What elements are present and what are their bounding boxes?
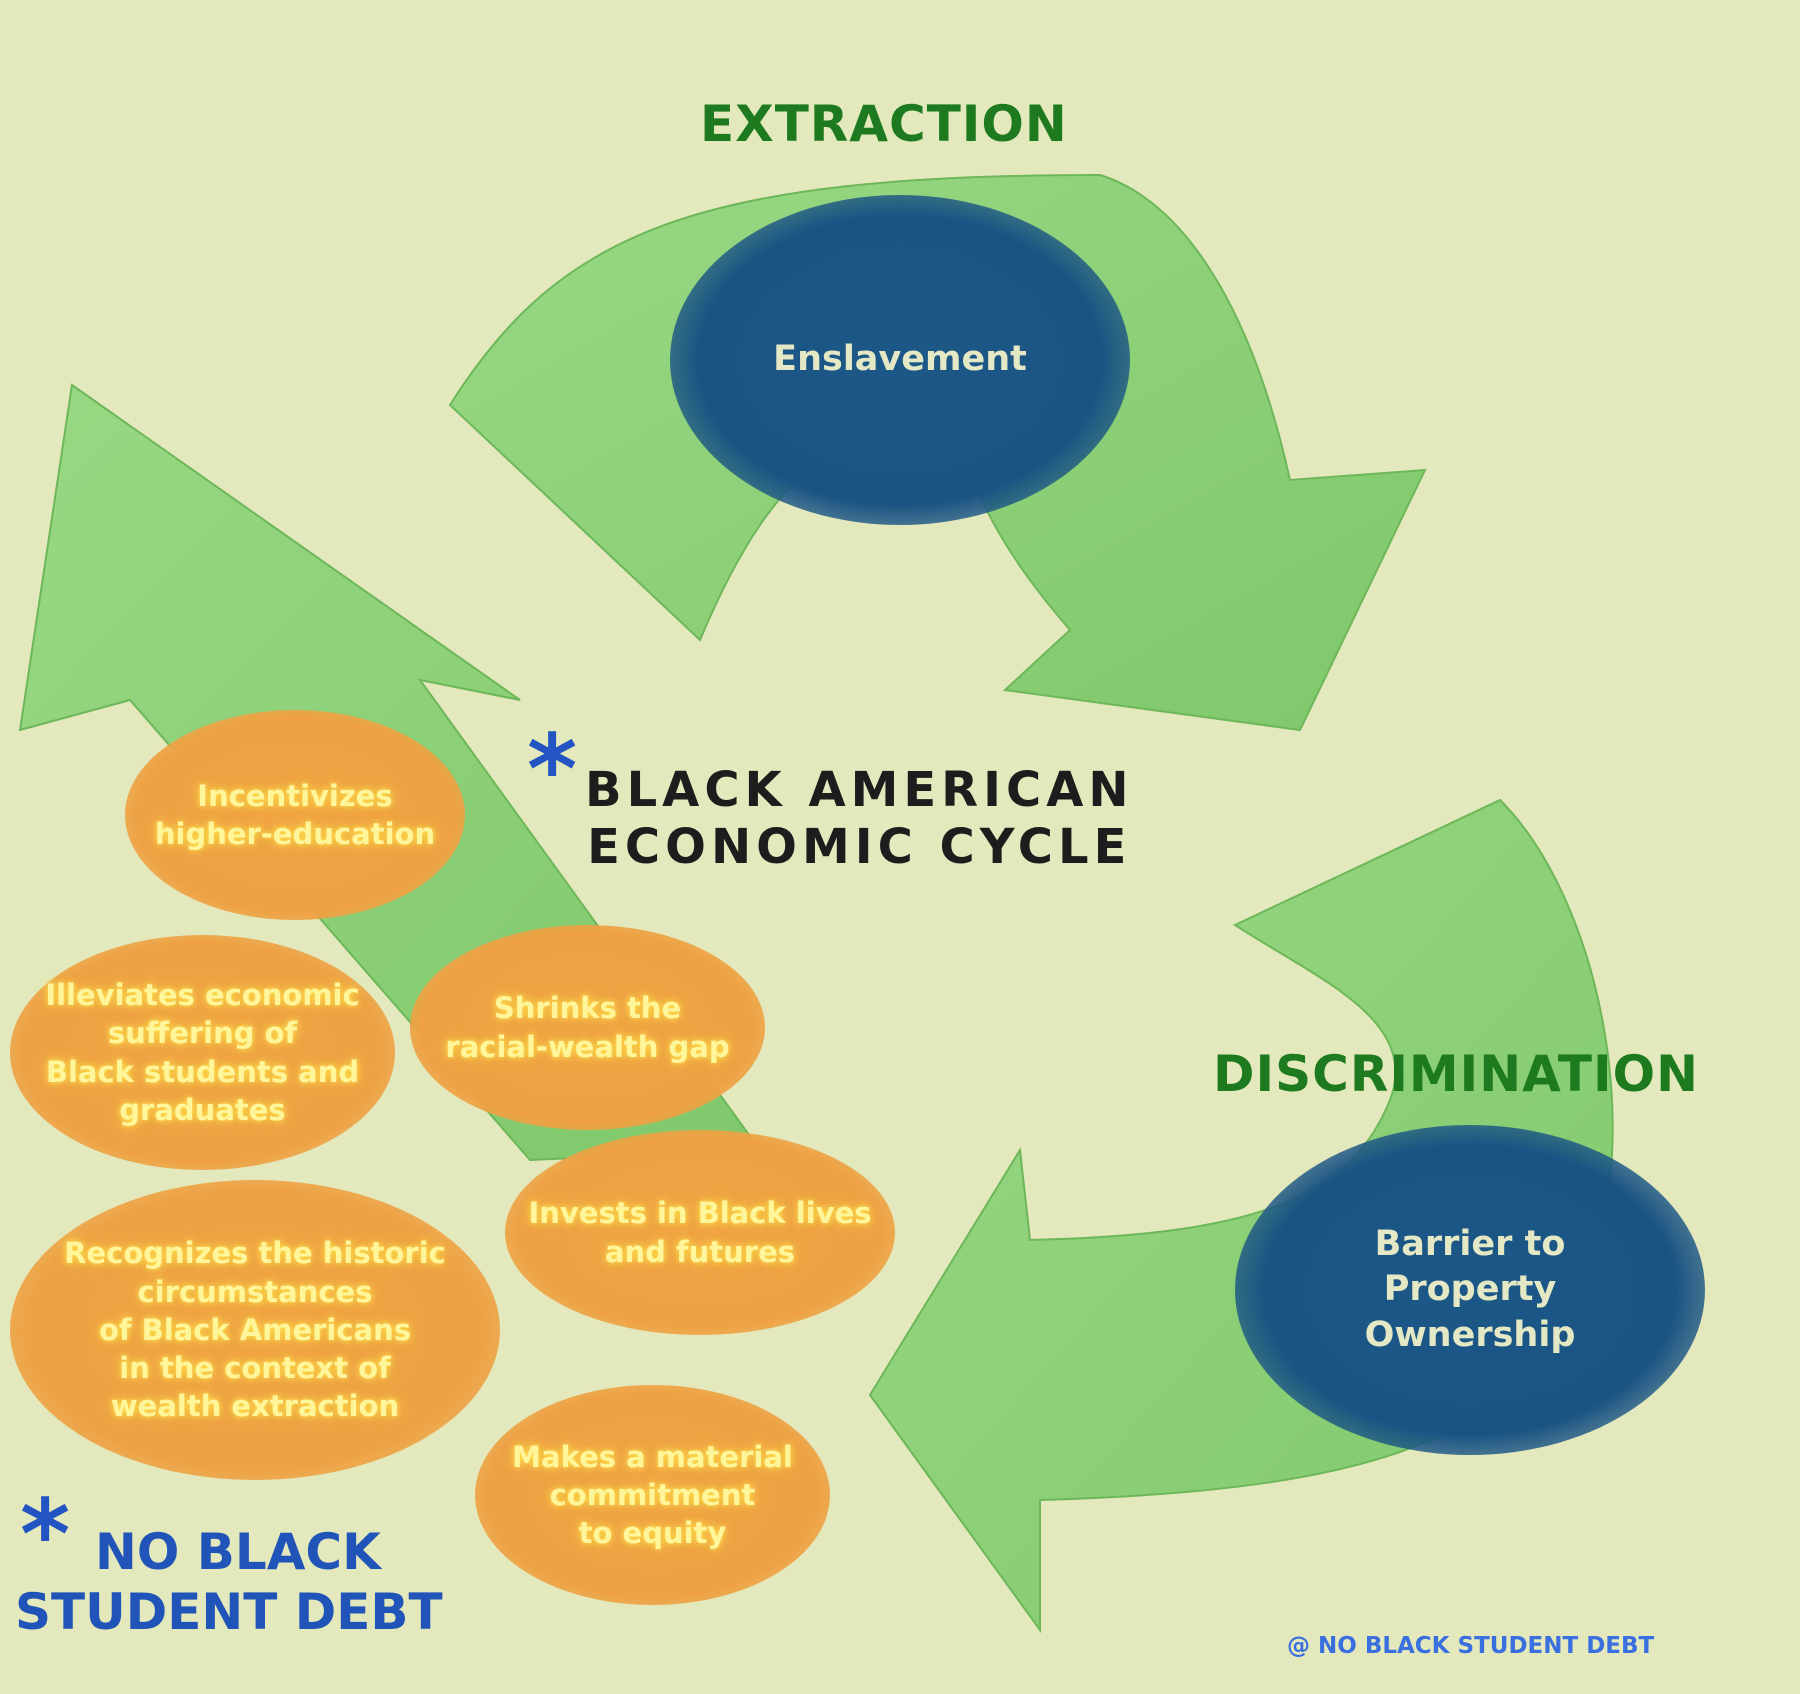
- title-asterisk: *: [527, 714, 578, 826]
- enslavement-node: Enslavement: [670, 195, 1130, 525]
- benefit-line: and futures: [604, 1234, 796, 1269]
- property-barrier-line: Barrier to: [1374, 1223, 1566, 1264]
- extraction-label: EXTRACTION: [700, 95, 1068, 153]
- benefit-line: Shrinks the: [493, 991, 682, 1026]
- brand-asterisk: *: [20, 1479, 71, 1591]
- cycle-title: BLACK AMERICAN ECONOMIC CYCLE: [585, 762, 1134, 875]
- brand-line-1: NO BLACK: [95, 1523, 381, 1581]
- brand-handle: @ NO BLACK STUDENT DEBT: [1287, 1633, 1655, 1659]
- benefit-bubble: Makes a material commitment to equity: [475, 1385, 830, 1605]
- discrimination-label: DISCRIMINATION: [1213, 1045, 1699, 1103]
- benefit-line: Illeviates economic: [45, 977, 360, 1012]
- benefit-bubble: Shrinks the racial-wealth gap: [410, 925, 765, 1130]
- benefit-line: suffering of: [107, 1016, 298, 1051]
- benefit-line: Recognizes the historic: [64, 1236, 446, 1271]
- benefit-line: of Black Americans: [98, 1312, 412, 1347]
- benefit-bubble: Invests in Black lives and futures: [505, 1130, 895, 1335]
- brand-line-2: STUDENT DEBT: [15, 1583, 443, 1641]
- benefit-line: Black students and: [45, 1054, 360, 1089]
- benefit-line: Invests in Black lives: [528, 1196, 872, 1231]
- benefit-line: circumstances: [137, 1274, 373, 1309]
- cycle-title-line: ECONOMIC CYCLE: [587, 818, 1132, 875]
- benefit-line: higher-education: [154, 817, 436, 851]
- benefit-line: commitment: [549, 1477, 756, 1512]
- benefit-line: in the context of: [119, 1351, 391, 1386]
- benefit-bubble: Illeviates economic suffering of Black s…: [10, 935, 395, 1170]
- benefit-line: racial-wealth gap: [445, 1029, 730, 1064]
- property-barrier-line: Ownership: [1364, 1314, 1576, 1355]
- cycle-title-line: BLACK AMERICAN: [585, 762, 1134, 818]
- benefit-line: to equity: [578, 1516, 727, 1551]
- enslavement-text: Enslavement: [773, 339, 1027, 380]
- benefit-bubble: Incentivizes higher-education: [125, 710, 465, 920]
- benefit-line: Incentivizes: [197, 778, 393, 813]
- benefit-bubble: Recognizes the historic circumstances of…: [10, 1180, 500, 1480]
- benefit-line: Makes a material: [512, 1439, 793, 1474]
- property-barrier-line: Property: [1383, 1269, 1557, 1310]
- property-barrier-node: Barrier to Property Ownership: [1235, 1125, 1705, 1455]
- benefit-line: graduates: [119, 1092, 286, 1127]
- benefit-line: wealth extraction: [110, 1389, 400, 1424]
